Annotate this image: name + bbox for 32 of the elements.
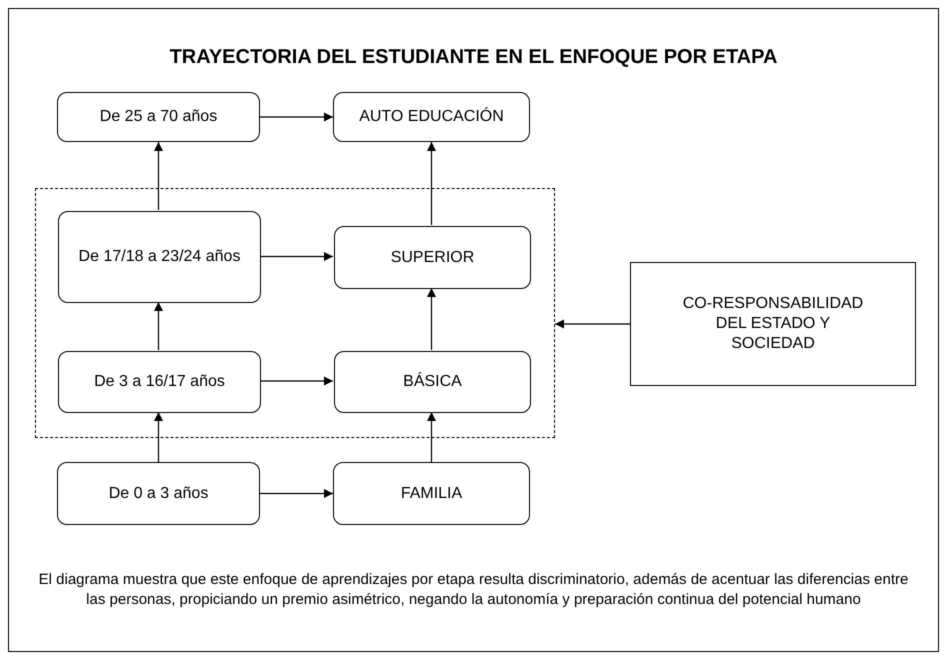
arrow <box>260 112 333 122</box>
rounded-box <box>58 351 261 413</box>
dashed-group-box <box>35 188 555 438</box>
rounded-box <box>58 211 261 303</box>
rounded-box <box>334 351 531 413</box>
arrow <box>154 302 163 350</box>
arrow <box>260 489 333 498</box>
arrow <box>260 376 333 386</box>
node-text: CO-RESPONSABILIDAD DEL ESTADO Y SOCIEDAD <box>682 294 864 354</box>
rounded-box <box>57 462 260 525</box>
arrow <box>555 320 630 328</box>
arrow <box>427 412 436 462</box>
arrow <box>260 252 333 261</box>
arrow <box>427 142 436 225</box>
node-text: FAMILIA <box>400 484 462 504</box>
rounded-box <box>333 462 530 525</box>
arrow <box>427 288 436 350</box>
rounded-box <box>57 92 260 142</box>
node-text: De 17/18 a 23/24 años <box>78 247 240 267</box>
node-text: AUTO EDUCACIÓN <box>359 107 504 127</box>
node-text: BÁSICA <box>403 372 462 392</box>
diagram-title: TRAYECTORIA DEL ESTUDIANTE EN EL ENFOQUE POR ETAPA <box>168 46 778 69</box>
caption: El diagrama muestra que este enfoque de aprendizajes por etapa resulta discriminatorio, además de acentuar las diferencias entre las personas, propiciando un premio asimétrico, negando la autonomía y preparación continua del potencial humano <box>38 570 910 609</box>
node-text: De 25 a 70 años <box>100 107 218 127</box>
node-text: SUPERIOR <box>390 248 474 268</box>
rounded-box <box>334 226 531 289</box>
node-text: De 0 a 3 años <box>108 484 208 504</box>
node-text: De 3 a 16/17 años <box>94 372 225 392</box>
arrow <box>154 142 163 210</box>
process-box <box>630 262 916 386</box>
rounded-box <box>333 92 530 142</box>
arrow <box>154 412 163 462</box>
